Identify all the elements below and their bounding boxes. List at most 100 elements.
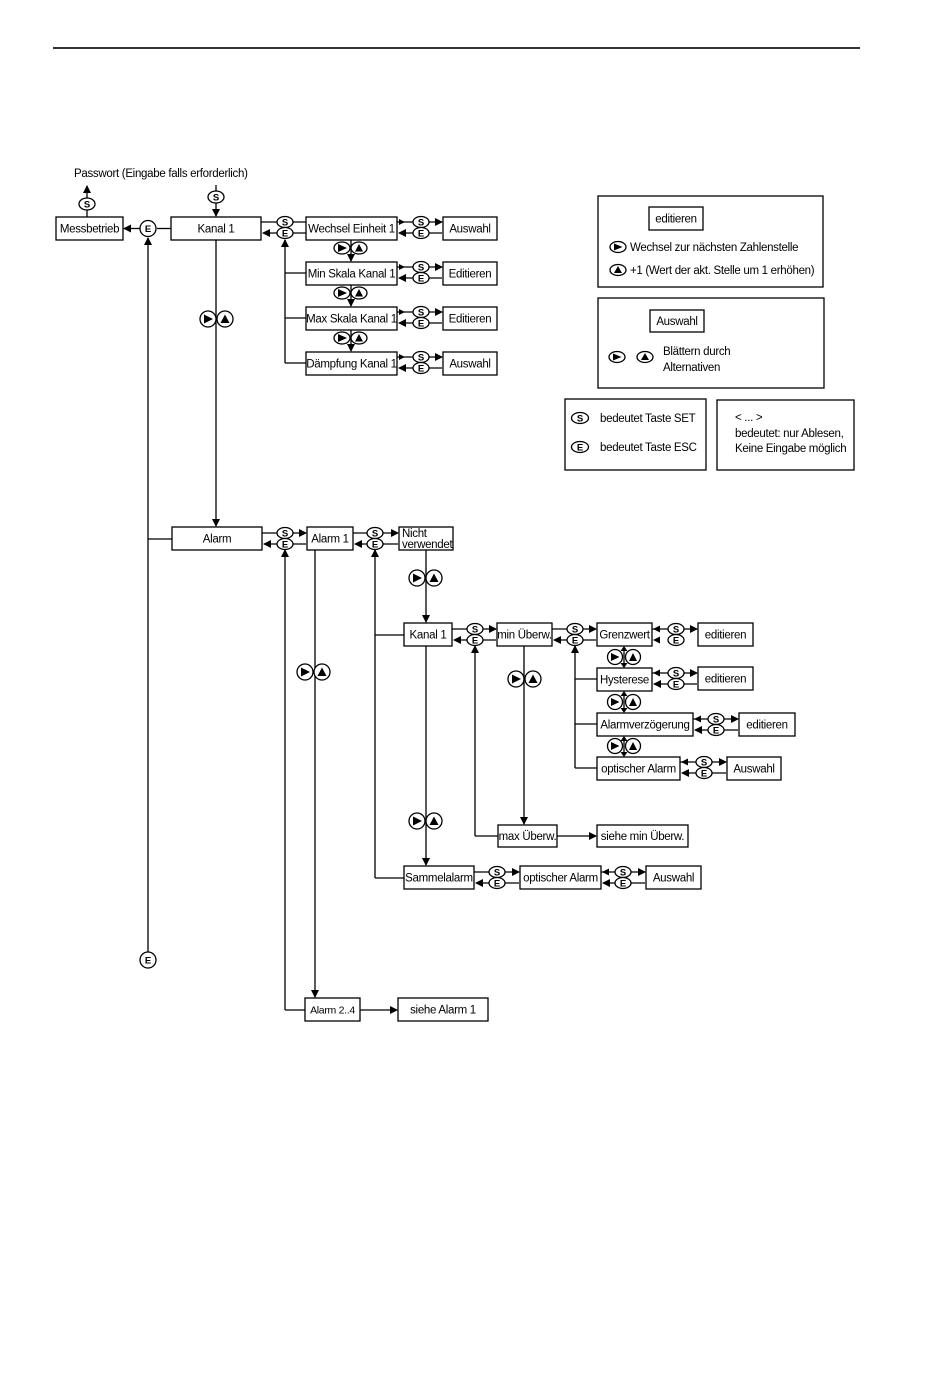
node-auswahl[interactable]: Auswahl bbox=[645, 865, 702, 890]
node-min-uberw[interactable]: min Überw. bbox=[496, 622, 553, 647]
svg-text:optischer Alarm: optischer Alarm bbox=[523, 873, 598, 885]
svg-text:siehe Alarm 1: siehe Alarm 1 bbox=[410, 1005, 476, 1017]
svg-text:S: S bbox=[418, 308, 424, 319]
node-nicht-verwendet[interactable]: Nicht verwendet bbox=[398, 526, 454, 551]
nav-keys-bidirectional-icon bbox=[606, 646, 642, 668]
right-key-icon bbox=[609, 240, 627, 254]
svg-text:E: E bbox=[701, 769, 707, 780]
node-auswahl[interactable]: Auswahl bbox=[442, 216, 498, 241]
svg-text:S: S bbox=[673, 669, 679, 680]
set-esc-connector: S E bbox=[262, 526, 307, 551]
svg-text:+1 (Wert der akt. Stelle um 1: +1 (Wert der akt. Stelle um 1 erhöhen) bbox=[630, 265, 815, 277]
up-key-icon bbox=[636, 350, 654, 364]
svg-text:Blättern durch: Blättern durch bbox=[663, 346, 730, 358]
svg-text:min Überw.: min Überw. bbox=[497, 630, 552, 642]
nav-keys-icon bbox=[199, 310, 234, 328]
nav-keys-icon bbox=[296, 663, 331, 681]
svg-text:Alarm 1: Alarm 1 bbox=[311, 534, 349, 546]
node-daempfung[interactable]: Dämpfung Kanal 1 bbox=[305, 351, 398, 376]
svg-text:E: E bbox=[494, 879, 500, 890]
svg-text:editieren: editieren bbox=[655, 214, 696, 226]
node-optischer-alarm[interactable]: optischer Alarm bbox=[519, 865, 602, 890]
nav-keys-icon bbox=[333, 285, 368, 307]
node-auswahl[interactable]: Auswahl bbox=[442, 351, 498, 376]
svg-text:editieren: editieren bbox=[746, 720, 787, 732]
svg-text:E: E bbox=[713, 726, 719, 737]
node-alarm-1[interactable]: Alarm 1 bbox=[306, 526, 354, 551]
up-key-icon bbox=[609, 263, 627, 277]
svg-text:E: E bbox=[472, 636, 478, 647]
legend-select: Auswahl Blättern durch Alternativen bbox=[597, 297, 825, 389]
svg-text:E: E bbox=[418, 364, 424, 375]
svg-text:E: E bbox=[418, 229, 424, 240]
svg-text:Dämpfung Kanal 1: Dämpfung Kanal 1 bbox=[306, 359, 396, 371]
svg-text:Wechsel zur nächsten Zahlenste: Wechsel zur nächsten Zahlenstelle bbox=[630, 242, 798, 254]
svg-text:editieren: editieren bbox=[705, 674, 746, 686]
nav-keys-icon bbox=[507, 670, 542, 688]
svg-text:Sammelalarm: Sammelalarm bbox=[405, 873, 473, 885]
svg-text:S: S bbox=[620, 868, 626, 879]
node-optischer-alarm[interactable]: optischer Alarm bbox=[596, 756, 681, 781]
svg-text:E: E bbox=[418, 274, 424, 285]
nav-keys-icon bbox=[408, 569, 443, 587]
node-messbetrieb[interactable]: Messbetrieb bbox=[55, 216, 124, 241]
node-grenzwert[interactable]: Grenzwert bbox=[596, 622, 653, 647]
svg-text:E: E bbox=[282, 229, 288, 240]
svg-text:E: E bbox=[145, 956, 151, 967]
svg-text:E: E bbox=[577, 443, 583, 454]
svg-text:Hysterese: Hysterese bbox=[600, 675, 649, 687]
svg-text:S: S bbox=[472, 625, 478, 636]
node-editieren[interactable]: editieren bbox=[697, 622, 754, 647]
svg-text:Auswahl: Auswahl bbox=[733, 764, 774, 776]
set-esc-connector: S E bbox=[552, 622, 597, 647]
svg-text:E: E bbox=[282, 540, 288, 551]
svg-text:Keine Eingabe möglich: Keine Eingabe möglich bbox=[735, 443, 846, 455]
node-min-skala[interactable]: Min Skala Kanal 1 bbox=[305, 261, 398, 286]
node-max-skala[interactable]: Max Skala Kanal 1 bbox=[305, 306, 398, 331]
esc-key-icon: E bbox=[139, 951, 157, 969]
set-esc-connector: S E bbox=[397, 350, 443, 375]
svg-text:max Überw.: max Überw. bbox=[499, 831, 557, 843]
node-siehe-min-uberw[interactable]: siehe min Überw. bbox=[596, 824, 689, 848]
svg-text:S: S bbox=[572, 625, 578, 636]
node-alarm-kanal-1[interactable]: Kanal 1 bbox=[403, 622, 453, 647]
svg-text:Grenzwert: Grenzwert bbox=[599, 630, 650, 642]
svg-text:Auswahl: Auswahl bbox=[653, 873, 694, 885]
node-siehe-alarm-1[interactable]: siehe Alarm 1 bbox=[397, 997, 489, 1022]
node-wechsel-einheit[interactable]: Wechsel Einheit 1 bbox=[305, 216, 398, 241]
set-esc-connector: S E bbox=[353, 526, 399, 551]
node-sammelalarm[interactable]: Sammelalarm bbox=[403, 865, 475, 890]
svg-text:Auswahl: Auswahl bbox=[449, 359, 490, 371]
set-esc-connector: S E bbox=[680, 755, 727, 780]
svg-text:bedeutet Taste SET: bedeutet Taste SET bbox=[600, 413, 696, 425]
node-hysterese[interactable]: Hysterese bbox=[596, 667, 653, 692]
svg-text:bedeutet: nur Ablesen,: bedeutet: nur Ablesen, bbox=[735, 428, 844, 440]
set-esc-connector: S E bbox=[601, 865, 646, 890]
node-alarmverzoegerung[interactable]: Alarmverzögerung bbox=[596, 712, 694, 737]
node-max-uberw[interactable]: max Überw. bbox=[497, 824, 558, 848]
esc-key-icon: E bbox=[139, 219, 157, 238]
node-alarm[interactable]: Alarm bbox=[171, 526, 263, 551]
nav-keys-bidirectional-icon bbox=[606, 691, 642, 713]
svg-text:Messbetrieb: Messbetrieb bbox=[60, 224, 119, 236]
set-key-icon: S bbox=[78, 197, 96, 211]
svg-text:siehe min Überw.: siehe min Überw. bbox=[601, 831, 685, 843]
svg-text:Kanal 1: Kanal 1 bbox=[410, 630, 447, 642]
svg-text:S: S bbox=[418, 218, 424, 229]
node-editieren[interactable]: Editieren bbox=[442, 306, 498, 331]
legend-edit: editieren Wechsel zur nächsten Zahlenste… bbox=[597, 195, 824, 288]
set-esc-connector: S E bbox=[452, 622, 497, 647]
node-kanal-1[interactable]: Kanal 1 bbox=[170, 216, 262, 241]
node-editieren[interactable]: editieren bbox=[697, 666, 754, 691]
svg-text:Alarmverzögerung: Alarmverzögerung bbox=[600, 720, 689, 732]
svg-text:Auswahl: Auswahl bbox=[656, 316, 697, 328]
svg-text:S: S bbox=[418, 353, 424, 364]
node-editieren[interactable]: Editieren bbox=[442, 261, 498, 286]
set-esc-connector: S E bbox=[397, 260, 443, 285]
node-alarm-2-4[interactable]: Alarm 2..4 bbox=[304, 997, 361, 1022]
node-editieren[interactable]: editieren bbox=[738, 712, 796, 737]
node-auswahl[interactable]: Auswahl bbox=[726, 756, 782, 781]
svg-text:S: S bbox=[213, 193, 219, 204]
nav-keys-bidirectional-icon bbox=[606, 736, 642, 757]
legend-readonly: < ... > bedeutet: nur Ablesen, Keine Ein… bbox=[716, 399, 855, 471]
